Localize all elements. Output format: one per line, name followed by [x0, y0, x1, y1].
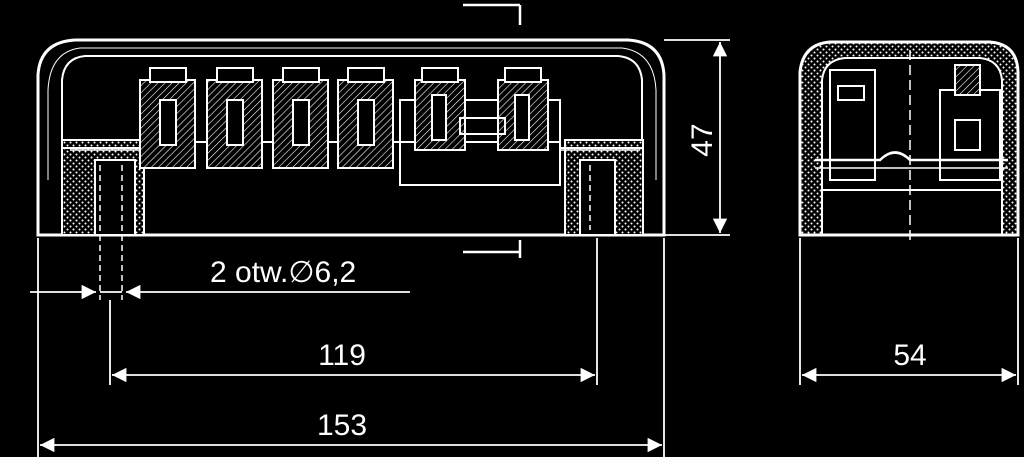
terminal-2	[206, 67, 263, 169]
holes-label: 2 otw.∅6,2	[210, 256, 356, 289]
terminal-3	[272, 67, 329, 169]
cover-inner	[61, 55, 643, 235]
terminal-1	[139, 67, 196, 169]
hole-spacing-label: 119	[318, 339, 366, 372]
cover-outline	[36, 38, 666, 237]
bridge-bar	[459, 117, 506, 135]
section-marker-bottom	[463, 240, 522, 258]
side-clamp-left	[829, 69, 876, 181]
front-view	[36, 3, 666, 300]
depth-label: 54	[893, 339, 926, 372]
height-label: 47	[686, 123, 719, 156]
dimension-labels: 2 otw.∅6,2 119 153 54 47	[210, 123, 927, 442]
overall-length-label: 153	[317, 409, 367, 442]
section-marker-top	[463, 3, 522, 25]
terminal-5	[414, 67, 466, 151]
dimension-lines	[30, 39, 1019, 457]
terminal-4	[337, 67, 394, 169]
side-view	[798, 40, 1020, 245]
terminal-6	[497, 67, 549, 151]
